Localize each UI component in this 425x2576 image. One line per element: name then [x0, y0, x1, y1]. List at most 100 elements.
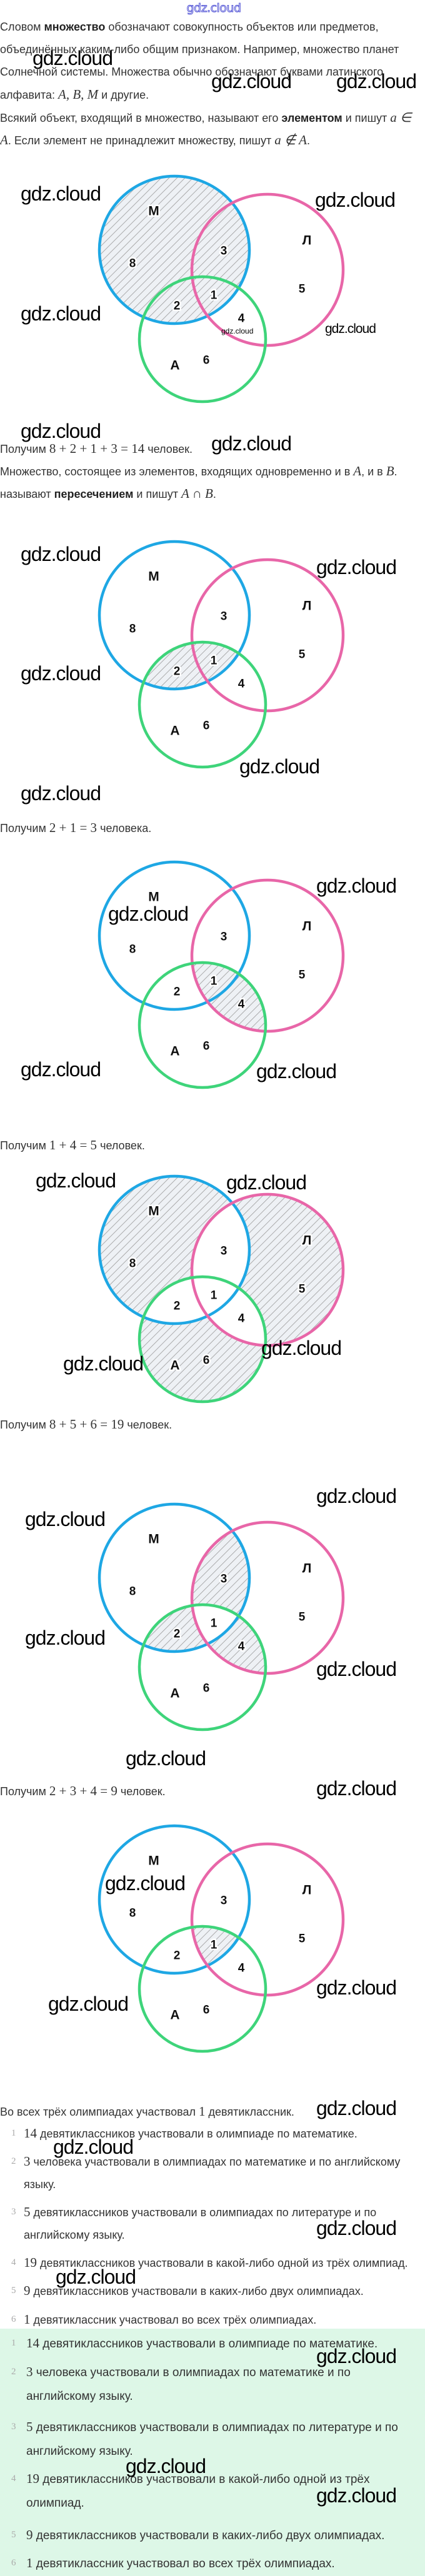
text-line: Получим 2 + 1 = 3 человека.	[0, 816, 425, 839]
text-run: олимпиад.	[26, 2497, 84, 2510]
watermark: gdz.cloud	[316, 1777, 397, 1800]
region-count-m-a: 2	[174, 665, 181, 678]
math-expression: 14	[26, 2336, 39, 2351]
watermark: gdz.cloud	[316, 2345, 397, 2367]
math-expression: A	[0, 132, 8, 147]
text-run: девятиклассник участвовал во всех трёх о…	[32, 2557, 335, 2570]
list-item-number: 1	[11, 2338, 16, 2348]
watermark: gdz.cloud	[211, 70, 292, 92]
hatched-regions	[99, 176, 249, 324]
region-count-a-only: 6	[203, 354, 210, 367]
watermark: gdz.cloud	[21, 182, 101, 205]
region-count-l-only: 5	[299, 283, 306, 296]
text-run: человека участвовали в олимпиадах по мат…	[30, 2156, 401, 2168]
set-a-circle	[138, 275, 268, 404]
list-item-number: 3	[11, 2422, 16, 2432]
text-line: называют пересечением и пишут A ∩ B.	[0, 482, 425, 505]
math-expression: 5	[24, 2204, 31, 2219]
text-run: английскому языку.	[26, 2390, 133, 2403]
math-expression: 2 + 3 + 4 = 9	[49, 1783, 118, 1798]
set-m-circle	[98, 174, 251, 325]
region-count-a-only: 6	[203, 1682, 210, 1695]
region-count-m-only: 8	[129, 257, 136, 270]
text-run: Множество, состоящее из элементов, входя…	[0, 465, 354, 478]
region-count-m-a: 2	[174, 1300, 181, 1313]
list-item-number: 3	[11, 2207, 16, 2217]
text-run: Во всех трёх олимпиадах участвовал	[0, 2106, 199, 2118]
watermark: gdz.cloud	[126, 1747, 206, 1770]
text-run: , и в	[361, 465, 386, 478]
text-run: девятиклассник участвовал во всех трёх о…	[30, 2314, 317, 2326]
math-expression: 1	[24, 2312, 31, 2327]
text-run: Получим	[0, 1139, 49, 1152]
text-line: 1 девятиклассник участвовал во всех трёх…	[0, 2308, 425, 2331]
list-item-number: 4	[11, 2474, 16, 2484]
final-answer-highlight	[0, 2329, 425, 2576]
set-label-l: Л	[302, 599, 312, 613]
math-expression: 19	[24, 2255, 37, 2270]
text-line: английскому языку.	[0, 2439, 425, 2464]
math-expression: 1 + 4 = 5	[49, 1137, 98, 1152]
region-count-all: 1	[211, 975, 218, 988]
result-math-and-intersection-definition: Получим 8 + 2 + 1 + 3 = 14 человек. Множе…	[0, 437, 425, 505]
set-label-m: М	[148, 570, 159, 584]
text-line: 3 человека участвовали в олимпиадах по м…	[0, 2150, 425, 2173]
text-line: 19 девятиклассников участвовали в какой-…	[0, 2251, 425, 2274]
text-run: человек.	[124, 1419, 172, 1431]
list-item-number: 5	[11, 2530, 16, 2540]
site-logo[interactable]: gdz.cloud	[186, 1, 242, 16]
region-count-m-only: 8	[129, 623, 136, 636]
text-run: человек.	[97, 1139, 145, 1152]
set-label-l: Л	[302, 919, 312, 934]
bold-term: пересечением	[54, 488, 134, 500]
math-expression: 1	[26, 2555, 33, 2570]
text-run: человека.	[97, 822, 152, 835]
text-run: девятиклассник.	[205, 2106, 294, 2118]
watermark: gdz.cloud	[316, 1485, 397, 1507]
watermark: gdz.cloud	[316, 2217, 397, 2239]
math-expression: 8 + 2 + 1 + 3 = 14	[49, 441, 145, 456]
watermark: gdz.cloud	[316, 1976, 397, 1999]
region-count-l-a: 4	[238, 998, 245, 1011]
region-count-all: 1	[211, 289, 218, 302]
region-count-l-only: 5	[299, 969, 306, 982]
text-run: . Если элемент не принадлежит множеству,…	[8, 134, 275, 147]
watermark: gdz.cloud	[316, 2484, 397, 2507]
watermark: gdz.cloud	[105, 1872, 186, 1895]
hatched-regions	[99, 1176, 343, 1402]
math-expression: 5	[26, 2419, 33, 2434]
math-expression: B	[386, 463, 394, 478]
text-line: Получим 8 + 2 + 1 + 3 = 14 человек.	[0, 437, 425, 460]
watermark: gdz.cloud	[221, 327, 254, 335]
watermark: gdz.cloud	[48, 1993, 129, 2015]
region-count-m-only: 8	[129, 1257, 136, 1271]
set-label-a: А	[170, 359, 179, 373]
watermark: gdz.cloud	[316, 874, 397, 897]
text-run: и пишут	[133, 488, 181, 500]
math-expression: 14	[24, 2126, 37, 2141]
watermark: gdz.cloud	[256, 1060, 337, 1082]
text-run: девятиклассников участвовали в олимпиаде…	[37, 2128, 358, 2140]
set-l-circle	[190, 192, 345, 347]
math-expression: 3	[24, 2154, 31, 2169]
text-run: девятиклассников участвовали в олимпиада…	[32, 2421, 398, 2434]
watermark: gdz.cloud	[21, 662, 101, 685]
region-count-m-only: 8	[129, 943, 136, 956]
text-line: алфавита: A, B, M и другие.	[0, 83, 425, 106]
text-run: девятиклассников участвовали в какой-либ…	[39, 2473, 370, 2486]
math-expression: A, B, M	[58, 87, 99, 102]
text-line: 14 девятиклассников участвовали в олимпи…	[0, 2331, 425, 2356]
watermark: gdz.cloud	[316, 556, 397, 578]
